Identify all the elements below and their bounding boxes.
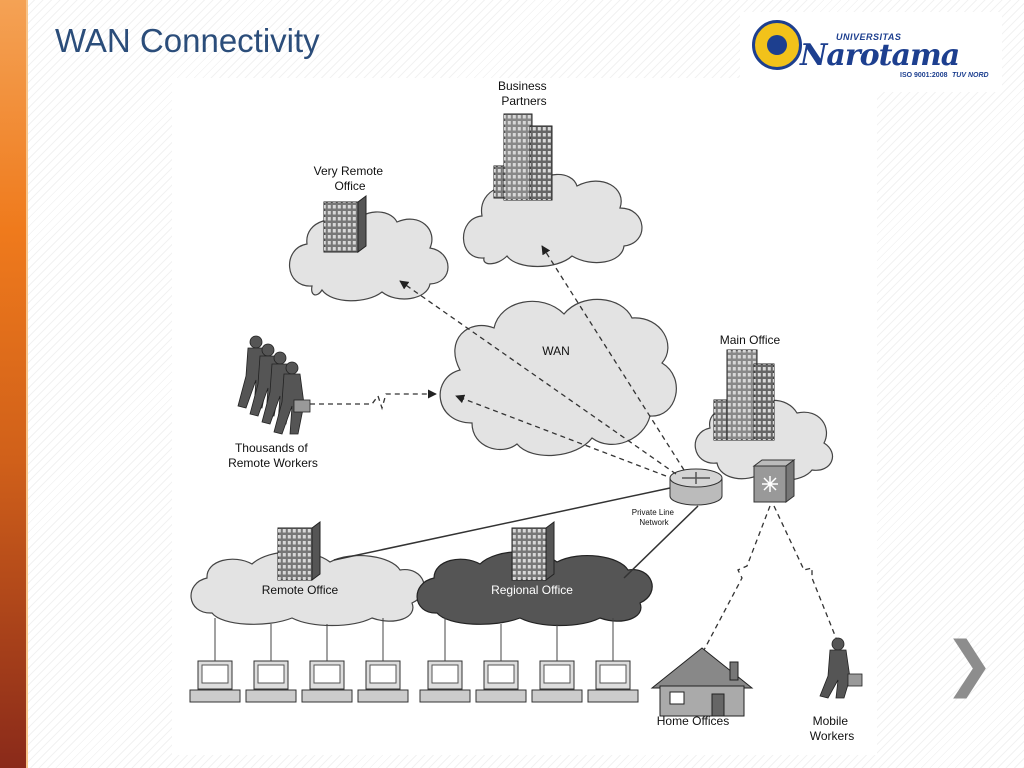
side-accent-bar: [0, 0, 28, 768]
main-office-building-icon: [713, 349, 775, 441]
computer-icon: [357, 660, 409, 703]
home-offices-label: Home Offices: [657, 714, 729, 728]
business-partners-label: Business Partners: [498, 79, 550, 108]
regional-office-cloud: [416, 551, 653, 627]
wan-dashed-links: [310, 245, 837, 651]
wan-label: WAN: [542, 344, 570, 358]
private-line-label: Private Line Network: [632, 508, 676, 527]
wan-cloud: [439, 298, 677, 457]
computer-icon: [189, 660, 241, 703]
wan-diagram: Business Partners Very Remote Office WAN…: [172, 78, 877, 755]
home-office-icon: [650, 647, 754, 717]
logo-name: Narotama: [800, 38, 960, 73]
lan-drop-lines: [214, 618, 614, 661]
remote-office-label: Remote Office: [262, 583, 339, 597]
regional-office-computers: [419, 660, 639, 703]
remote-workers-icon: [237, 335, 311, 435]
very-remote-office-building-icon: [323, 195, 367, 253]
computer-icon: [301, 660, 353, 703]
wan-diagram-svg: Business Partners Very Remote Office WAN…: [189, 79, 863, 743]
logo-seal: [752, 20, 802, 70]
next-slide-chevron-icon[interactable]: ❯: [944, 629, 995, 699]
mobile-workers-label: Mobile Workers: [810, 714, 854, 743]
remote-office-building-icon: [277, 521, 321, 581]
business-partners-cloud: [462, 173, 643, 267]
logo-iso-text: ISO 9001:2008: [900, 72, 948, 79]
main-office-label: Main Office: [720, 333, 781, 347]
business-partners-building-icon: [493, 113, 553, 201]
remote-workers-label: Thousands of Remote Workers: [228, 441, 318, 470]
mobile-worker-icon: [819, 637, 863, 699]
computer-icon: [531, 660, 583, 703]
regional-office-building-icon: [511, 521, 555, 581]
computer-icon: [587, 660, 639, 703]
remote-office-computers: [189, 660, 409, 703]
router-icon: [669, 468, 723, 506]
remote-office-cloud: [190, 551, 425, 627]
computer-icon: [475, 660, 527, 703]
very-remote-office-cloud: [289, 211, 449, 302]
computer-icon: [245, 660, 297, 703]
slide-title: WAN Connectivity: [55, 22, 320, 59]
logo-small-text: UNIVERSITAS: [836, 32, 902, 42]
computer-icon: [419, 660, 471, 703]
regional-office-label: Regional Office: [491, 583, 573, 597]
logo-tuv-text: TUV NORD: [952, 72, 989, 79]
very-remote-office-label: Very Remote Office: [314, 164, 387, 193]
private-line-links: [333, 487, 699, 579]
access-server-icon: [752, 459, 796, 503]
